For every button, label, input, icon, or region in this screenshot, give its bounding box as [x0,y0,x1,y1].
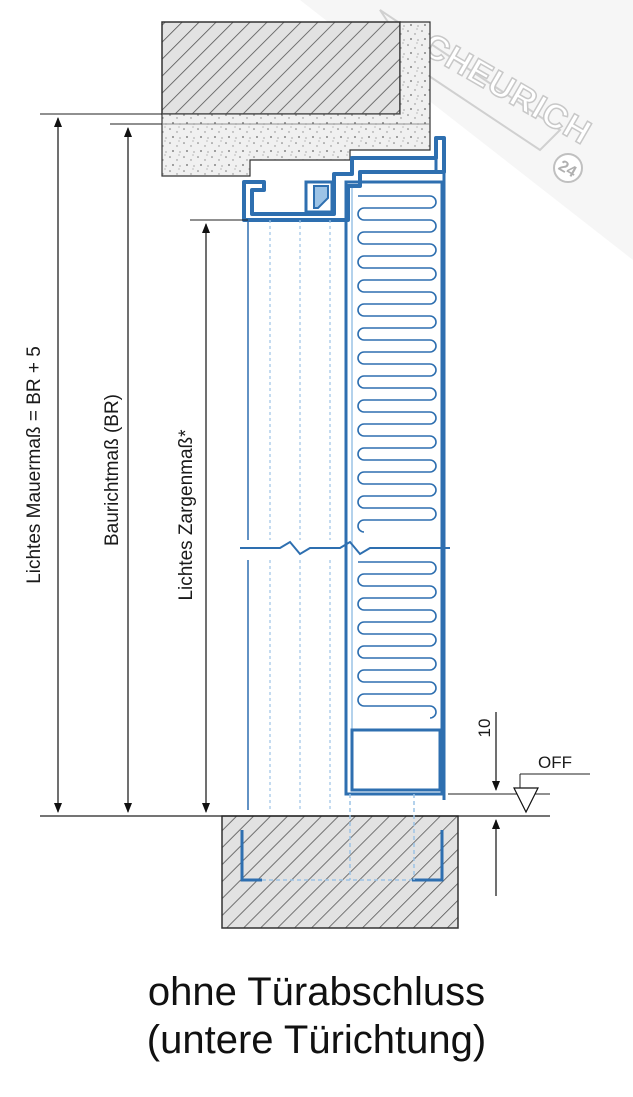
door-leaf-insulation [357,195,437,719]
floor-slab [221,815,459,929]
caption-line-1: ohne Türabschluss [147,970,486,1014]
label-lichtes-zargenmass: Lichtes Zargenmaß* [176,429,197,601]
lintel-wall [161,21,431,177]
door-leaf-bottom-rail [350,728,442,792]
label-baurichtmass: Baurichtmaß (BR) [102,394,123,546]
door-leaf [344,180,444,796]
label-lichtes-mauermass: Lichtes Mauermaß = BR + 5 [24,346,45,584]
label-floor-offset: 10 [475,719,494,738]
door-frame-profile [242,136,446,810]
drawing-caption: ohne Türabschluss (untere Türichtung) [0,968,633,1064]
dimension-lines [40,113,590,896]
door-frame-section-drawing: SCHEURICH 24 [24,9,599,929]
watermark-number: 24 [555,157,579,181]
label-floor-level: OFF [538,753,572,772]
caption-line-2: (untere Türichtung) [146,1018,487,1062]
floor-anchor [240,794,444,882]
break-line [240,540,450,556]
